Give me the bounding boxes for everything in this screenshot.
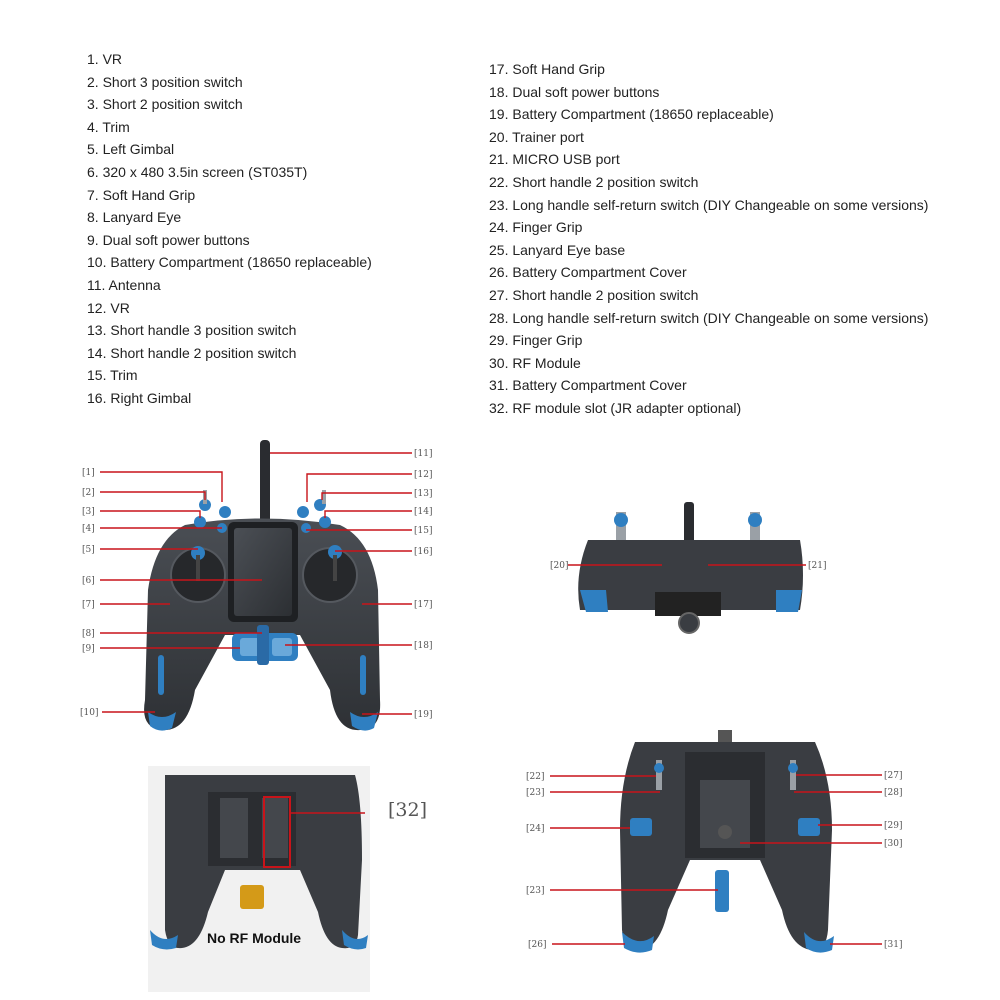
screen — [234, 528, 292, 616]
callout-13: [13] — [414, 489, 432, 499]
callout-27: [27] — [884, 771, 902, 781]
callout-16: [16] — [414, 547, 432, 557]
callout-1: [1] — [82, 468, 95, 478]
callout-17: [17] — [414, 600, 432, 610]
legend_right-item: 24. Finger Grip — [489, 219, 583, 236]
callout-29: [29] — [884, 821, 902, 831]
legend_left-item: 15. Trim — [87, 367, 138, 384]
callout-26: [26] — [528, 940, 546, 950]
legend_left-item: 13. Short handle 3 position switch — [87, 322, 297, 339]
callout-11: [11] — [414, 449, 432, 459]
callout-3: [3] — [82, 507, 95, 517]
callout-23b: [23] — [526, 886, 544, 896]
back-callouts-left: [22] [23] [24] [23] [26] — [526, 772, 546, 950]
top-body — [578, 540, 803, 610]
callout-20: [20] — [550, 561, 568, 571]
callout-22: [22] — [526, 772, 544, 782]
callout-10: [10] — [80, 708, 98, 718]
rf-slot-highlight — [263, 796, 291, 868]
right-gimbal-stick — [328, 545, 342, 559]
lanyard-eye — [257, 625, 269, 665]
callout-9: [9] — [82, 644, 95, 654]
legend_right-item: 21. MICRO USB port — [489, 151, 620, 168]
legend_left-item: 16. Right Gimbal — [87, 389, 192, 406]
rf-slot-view: [32] No RF Module — [148, 766, 427, 992]
back-view — [550, 730, 882, 953]
legend_left-item: 4. Trim — [87, 118, 130, 135]
top-callouts: [20] [21] — [550, 561, 826, 571]
callout-23a: [23] — [526, 788, 544, 798]
legend_left-item: 7. Soft Hand Grip — [87, 186, 196, 203]
legend_left-item: 1. VR — [87, 51, 123, 67]
legend_right-item: 28. Long handle self-return switch (DIY … — [489, 309, 929, 326]
top-view — [568, 502, 806, 634]
legend_right-item: 23. Long handle self-return switch (DIY … — [489, 196, 929, 213]
legend_left-item: 14. Short handle 2 position switch — [87, 344, 297, 361]
callout-12: [12] — [414, 470, 432, 480]
callout-32: [32] — [388, 799, 427, 821]
front-callouts-left: [1] [2] [3] [4] [5] [6] [7] [8] [9] [10] — [80, 468, 98, 718]
legend_left-item: 9. Dual soft power buttons — [87, 231, 250, 248]
legend_left-item: 2. Short 3 position switch — [87, 73, 243, 90]
front-callouts-right: [11] [12] [13] [14] [15] [16] [17] [18] … — [414, 449, 432, 720]
callout-5: [5] — [82, 545, 95, 555]
legend-left: 1. VR 2. Short 3 position switch 3. Short … — [87, 48, 372, 410]
legend_left-item: 8. Lanyard Eye — [87, 209, 182, 226]
callout-18: [18] — [414, 641, 432, 651]
legend_right-item: 18. Dual soft power buttons — [489, 83, 660, 100]
legend_left-item: 11. Antenna — [87, 276, 161, 293]
front-callout-lines — [100, 452, 412, 715]
legend_left-item: 5. Left Gimbal — [87, 141, 175, 158]
legend_right-item: 29. Finger Grip — [489, 332, 583, 349]
legend_left-item: 12. VR — [87, 299, 130, 316]
legend_right-item: 32. RF module slot (JR adapter optional) — [489, 399, 742, 416]
callout-24: [24] — [526, 824, 544, 834]
legend-right: 17. Soft Hand Grip 18. Dual soft power bu… — [489, 58, 928, 420]
legend_left-item: 6. 320 x 480 3.5in screen (ST035T) — [87, 163, 308, 180]
callout-21: [21] — [808, 561, 826, 571]
callout-15: [15] — [414, 526, 432, 536]
legend_right-item: 17. Soft Hand Grip — [489, 61, 605, 77]
callout-14: [14] — [414, 507, 432, 517]
callout-28: [28] — [884, 788, 902, 798]
callout-4: [4] — [82, 524, 95, 534]
legend_right-item: 19. Battery Compartment (18650 replaceab… — [489, 106, 774, 123]
callout-30: [30] — [884, 839, 902, 849]
legend_right-item: 26. Battery Compartment Cover — [489, 264, 687, 281]
callout-6: [6] — [82, 576, 95, 586]
legend_right-item: 25. Lanyard Eye base — [489, 241, 626, 258]
callout-2: [2] — [82, 488, 95, 498]
callout-31: [31] — [884, 940, 902, 950]
legend_right-item: 20. Trainer port — [489, 128, 584, 145]
back-callouts-right: [27] [28] [29] [30] [31] — [884, 771, 902, 950]
antenna — [260, 440, 270, 532]
front-view — [144, 440, 381, 731]
no-rf-module-caption: No RF Module — [207, 930, 301, 946]
legend_left-item: 3. Short 2 position switch — [87, 96, 243, 113]
callout-19: [19] — [414, 710, 432, 720]
callout-8: [8] — [82, 629, 95, 639]
callout-7: [7] — [82, 600, 95, 610]
legend_right-item: 22. Short handle 2 position switch — [489, 173, 699, 190]
legend_right-item: 31. Battery Compartment Cover — [489, 377, 687, 394]
legend_left-item: 10. Battery Compartment (18650 replaceab… — [87, 254, 372, 271]
legend_right-item: 27. Short handle 2 position switch — [489, 286, 699, 303]
legend_right-item: 30. RF Module — [489, 354, 581, 371]
